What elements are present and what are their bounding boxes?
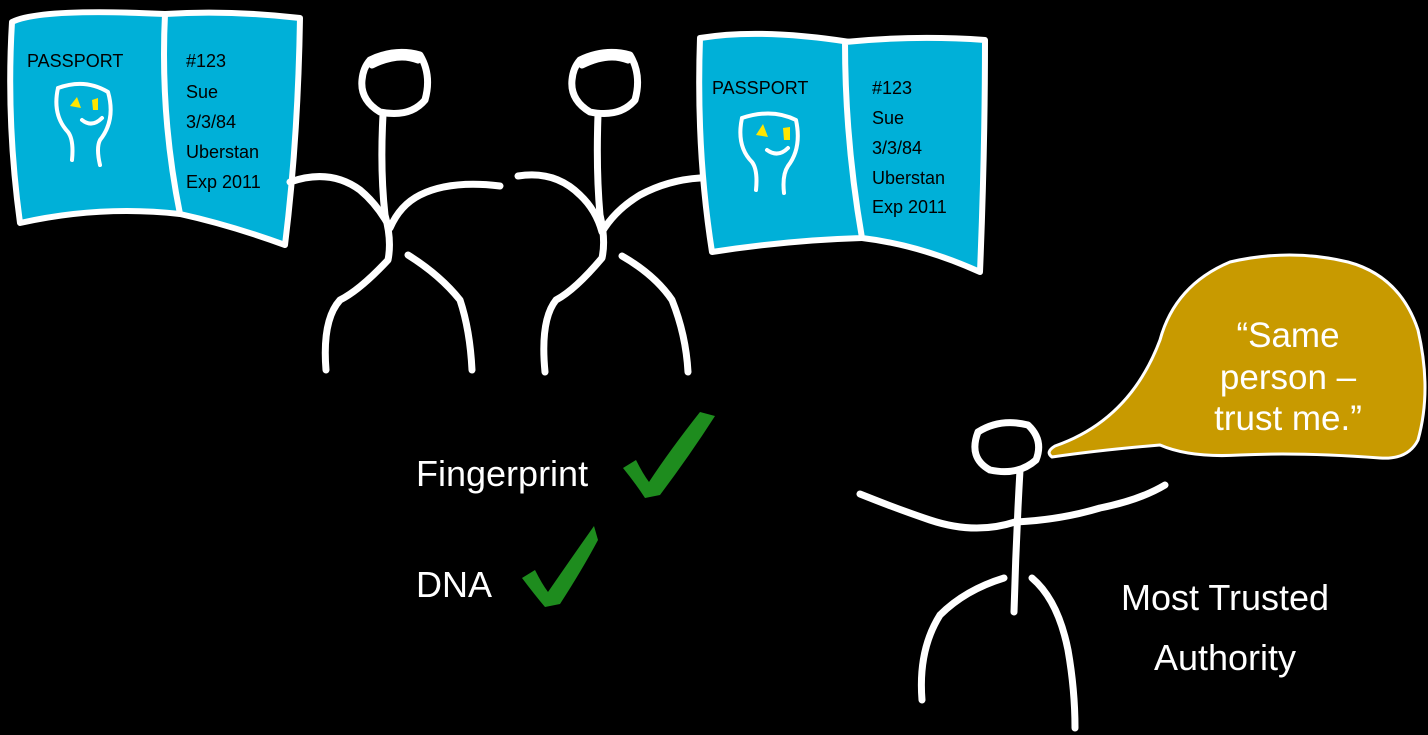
figure-arm <box>518 175 700 232</box>
passport-number: #123 <box>872 78 912 98</box>
speech-bubble-line: person – <box>1220 358 1357 397</box>
passport-number: #123 <box>186 51 226 71</box>
fingerprint-label: Fingerprint <box>416 453 588 494</box>
figure-head <box>572 52 638 113</box>
speech-bubble-line: “Same <box>1236 316 1339 355</box>
figure-leg <box>1032 578 1075 728</box>
passport-left: PASSPORT #123 Sue 3/3/84 Uberstan Exp 20… <box>10 12 300 245</box>
figure-head <box>975 423 1039 472</box>
authority-label-line: Authority <box>1154 637 1296 678</box>
passport-expiry: Exp 2011 <box>872 197 947 217</box>
figure-arm <box>860 485 1165 528</box>
passport-country: Uberstan <box>872 168 945 188</box>
passport-cover-label: PASSPORT <box>712 78 808 98</box>
speech-bubble-line: trust me.” <box>1214 399 1362 438</box>
passport-cover <box>699 34 862 252</box>
figure-leg <box>408 255 472 370</box>
dna-label: DNA <box>416 564 492 605</box>
figure-body <box>1014 470 1020 612</box>
checkmark-icon <box>623 412 715 498</box>
figure-leg <box>921 578 1004 700</box>
stick-figure-authority <box>860 423 1165 728</box>
passport-cover-label: PASSPORT <box>27 51 123 71</box>
passport-name: Sue <box>186 82 218 102</box>
figure-body <box>325 115 389 370</box>
passport-country: Uberstan <box>186 142 259 162</box>
figure-arm <box>290 177 500 228</box>
figure-body <box>544 115 604 372</box>
passport-dob: 3/3/84 <box>186 112 236 132</box>
passport-name: Sue <box>872 108 904 128</box>
stick-figure-left <box>290 52 500 370</box>
passport-dob: 3/3/84 <box>872 138 922 158</box>
figure-leg <box>622 256 688 372</box>
passport-cover <box>10 12 180 223</box>
passport-right: PASSPORT #123 Sue 3/3/84 Uberstan Exp 20… <box>699 34 985 272</box>
passport-expiry: Exp 2011 <box>186 172 261 192</box>
authority-label-line: Most Trusted <box>1121 577 1329 618</box>
stick-figure-middle <box>518 52 700 372</box>
checkmark-icon <box>522 526 598 607</box>
figure-head <box>362 52 428 113</box>
